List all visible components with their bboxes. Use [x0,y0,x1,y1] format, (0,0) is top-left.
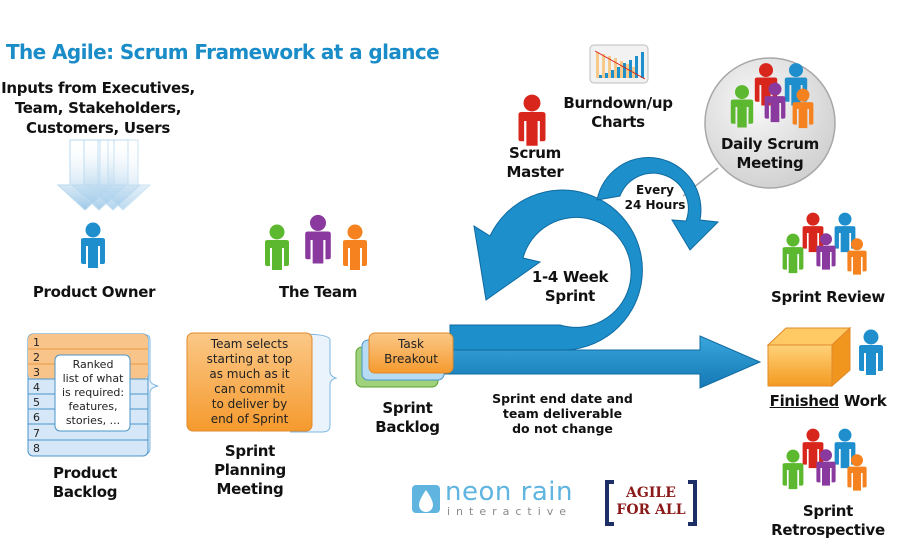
note-line: Sprint end date and [492,391,633,406]
work-word: Work [838,392,887,410]
neon-rain-logo-text: neon rain [445,477,573,507]
label-line: 24 Hours [624,198,686,212]
scrum-master-icon [518,94,546,146]
note-line: can commit [214,382,285,396]
daily-scrum-label: Daily Scrum Meeting [715,135,825,173]
finished-work-label: Finished Work [760,392,896,411]
sprint-retro-people-icon [782,428,867,491]
note-line: team deliverable [502,406,623,421]
scrum-master-label: Scrum Master [495,144,575,182]
backlog-row-number: 2 [33,351,40,364]
product-backlog-stack: 1 2 3 4 5 6 7 8 [27,333,159,457]
note-line: Breakout [384,352,438,366]
note-line: starting at top [206,352,293,366]
neon-rain-logo-sub: interactive [447,505,573,518]
label-line: Meeting [216,480,284,498]
backlog-row-number: 3 [33,366,40,379]
note-line: Task [398,337,424,351]
product-backlog-note: Ranked list of what is required: feature… [57,358,129,428]
sprint-planning-label: Sprint Planning Meeting [200,442,300,499]
label-line: Every [636,183,674,197]
sprint-rules-note: Sprint end date and team deliverable do … [485,391,640,436]
product-owner-label: Product Owner [32,283,156,301]
label-line: Sprint [802,502,854,520]
inputs-line: Customers, Users [26,119,170,137]
burndown-label: Burndown/up Charts [563,94,673,132]
label-line: Burndown/up [563,94,673,112]
task-breakout-label: Task Breakout [369,337,453,367]
finished-work-person-icon [859,329,883,375]
note-line: to deliver by [211,397,288,411]
label-line: Backlog [52,483,118,501]
note-line: do not change [512,421,613,436]
label-line: Sprint [224,442,276,460]
backlog-row-number: 6 [33,411,40,424]
backlog-row-number: 8 [33,442,40,455]
sprint-cycle-arrow [439,189,762,389]
agile-for-all-logo-text: AGILE FOR ALL [614,485,688,519]
label-line: Planning [214,461,286,479]
backlog-row-number: 1 [33,336,40,349]
backlog-row-number: 7 [33,427,40,440]
note-line: Team selects [210,337,289,351]
label-line: Sprint [544,287,596,305]
note-line: end of Sprint [210,412,289,426]
note-line: Ranked [72,358,114,371]
finished-word: Finished [769,392,840,410]
page-title: The Agile: Scrum Framework at a glance [6,40,440,64]
label-line: Scrum [509,144,561,162]
label-line: Meeting [736,154,804,172]
note-line: stories, ... [65,414,121,427]
daily-cycle-label: Every 24 Hours [615,183,695,213]
backlog-row-number: 4 [33,381,40,394]
product-backlog-label: Product Backlog [30,464,140,502]
agile-for-all-logo-icon [605,480,697,526]
finished-work-box-icon [766,326,852,388]
label-line: Retrospective [771,521,885,539]
product-owner-icon [81,222,105,268]
label-line: Backlog [375,418,440,436]
sprint-retro-label: Sprint Retrospective [760,502,896,540]
the-team-label: The Team [278,283,358,301]
inputs-label: Inputs from Executives, Team, Stakeholde… [0,78,196,138]
backlog-row-number: 5 [33,396,40,409]
label-line: Sprint [382,399,433,417]
burndown-chart-icon [589,44,649,84]
label-line: Daily Scrum [721,135,819,153]
label-line: Charts [591,113,645,131]
daily-cycle-arrow [596,157,720,251]
sprint-cycle-label: 1-4 Week Sprint [520,268,620,306]
sprint-backlog-stack [355,332,454,388]
inputs-arrows-icon [56,139,152,211]
sprint-planning-box [186,332,338,433]
sprint-review-label: Sprint Review [771,288,885,306]
label-line: 1-4 Week [531,268,609,286]
logo-line: AGILE [626,485,676,501]
sprint-backlog-label: Sprint Backlog [360,399,455,437]
neon-rain-logo-icon [412,485,440,513]
sprint-planning-note: Team selects starting at top as much as … [187,337,312,427]
note-line: as much as it [209,367,290,381]
team-icon [265,214,367,270]
note-line: is required: [61,386,125,399]
note-line: features, [68,400,118,413]
sprint-review-people-icon [782,212,867,275]
inputs-line: Team, Stakeholders, [14,99,182,117]
note-line: list of what [62,372,124,385]
logo-line: FOR ALL [616,502,686,518]
inputs-line: Inputs from Executives, [1,79,195,97]
label-line: Master [506,163,564,181]
label-line: Product [52,464,118,482]
